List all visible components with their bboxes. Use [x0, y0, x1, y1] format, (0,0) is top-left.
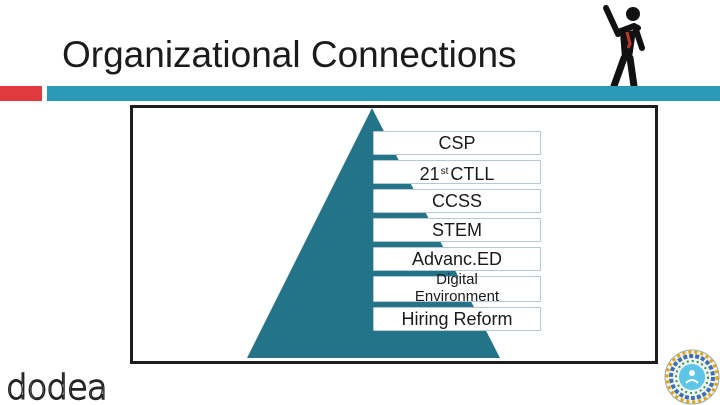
layer-label-line1: Digital — [436, 271, 478, 288]
dodea-seal-icon — [664, 349, 720, 405]
accent-bar-teal — [47, 86, 720, 101]
stick-figure-icon — [603, 5, 645, 90]
dodea-logo: dodea — [5, 370, 108, 404]
layer-label-superscript: st — [440, 166, 449, 177]
pyramid-layer-ccss: CCSS — [373, 189, 541, 213]
layer-label: Hiring Reform — [401, 309, 513, 329]
layer-label-number: 21 — [419, 164, 440, 184]
accent-bar-red — [0, 86, 42, 101]
layer-label: Advanc.ED — [411, 249, 503, 269]
layer-label-suffix: CTLL — [450, 164, 495, 184]
slide-title: Organizational Connections — [62, 34, 517, 75]
pyramid-layer-csp: CSP — [373, 131, 541, 155]
layer-label: STEM — [431, 220, 482, 240]
pyramid-layer-digital-environment: Digital Environment — [373, 271, 541, 305]
pyramid-layer-hiring-reform: Hiring Reform — [373, 307, 541, 331]
pyramid-layer-advanced: Advanc.ED — [373, 247, 541, 271]
layer-label-line2: Environment — [414, 288, 500, 305]
layer-label: CCSS — [431, 191, 482, 211]
layer-label: CSP — [438, 133, 476, 153]
dodea-logo-text: dodea — [6, 370, 107, 404]
pyramid-layer-stem: STEM — [373, 218, 541, 242]
